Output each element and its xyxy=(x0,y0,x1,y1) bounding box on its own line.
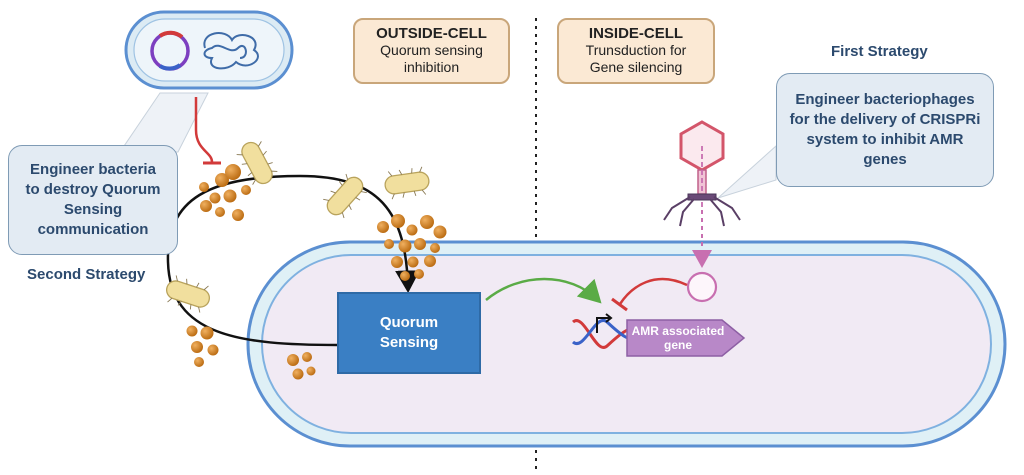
first-strategy-line2: for the delivery of CRISPRi xyxy=(789,111,981,128)
amr-gene-line1: AMR associated xyxy=(631,324,725,338)
first-strategy-callout: Engineer bacteriophages for the delivery… xyxy=(776,73,994,187)
second-strategy-label: Second Strategy xyxy=(27,266,146,283)
signal-molecule-icon xyxy=(186,164,447,380)
second-strategy-line3: Sensing xyxy=(63,201,123,218)
inhibition-line-quorum xyxy=(194,97,214,163)
quorum-loop-line xyxy=(166,174,421,347)
plasmid-icon xyxy=(150,30,190,71)
second-strategy-line1: Engineer bacteria xyxy=(30,161,156,178)
inhibition-line-gene xyxy=(618,277,688,305)
circular-dna-icon xyxy=(686,271,718,303)
bacteriophage-icon xyxy=(663,120,741,227)
inside-cell-box: INSIDE-CELL Trunsduction for Gene silenc… xyxy=(557,18,715,84)
outside-cell-title: OUTSIDE-CELL xyxy=(376,25,487,42)
rod-bacterium-icon xyxy=(382,165,432,201)
engineered-bacterium xyxy=(124,10,294,90)
outside-cell-line1: Quorum sensing xyxy=(380,42,483,58)
amr-gene-label: AMR associated gene xyxy=(630,324,726,352)
quorum-sensing-box: Quorum Sensing xyxy=(337,292,481,374)
second-strategy-callout: Engineer bacteria to destroy Quorum Sens… xyxy=(8,145,178,255)
first-strategy-label: First Strategy xyxy=(831,43,928,60)
outside-cell-box: OUTSIDE-CELL Quorum sensing inhibition xyxy=(353,18,510,84)
outside-cell-line2: inhibition xyxy=(403,59,460,75)
promoter-arrow-icon xyxy=(596,313,613,333)
inside-cell-line1: Trunsduction for xyxy=(585,42,687,58)
second-strategy-line2: to destroy Quorum xyxy=(25,181,161,198)
amr-gene-line2: gene xyxy=(663,338,692,352)
quorum-line2: Sensing xyxy=(379,334,439,351)
first-strategy-line1: Engineer bacteriophages xyxy=(795,91,975,108)
inside-cell-line2: Gene silencing xyxy=(589,59,683,75)
inside-cell-title: INSIDE-CELL xyxy=(588,25,684,42)
signal-to-gene-arrow xyxy=(485,277,602,304)
first-strategy-line4: genes xyxy=(863,151,907,168)
bacterial-chromosome-icon xyxy=(203,32,259,70)
second-strategy-line4: communication xyxy=(37,221,149,238)
amr-gene-shape xyxy=(626,319,746,357)
first-strategy-line3: system to inhibit AMR xyxy=(806,131,964,148)
first-strategy-connector xyxy=(717,144,777,199)
quorum-line1: Quorum xyxy=(379,314,439,331)
